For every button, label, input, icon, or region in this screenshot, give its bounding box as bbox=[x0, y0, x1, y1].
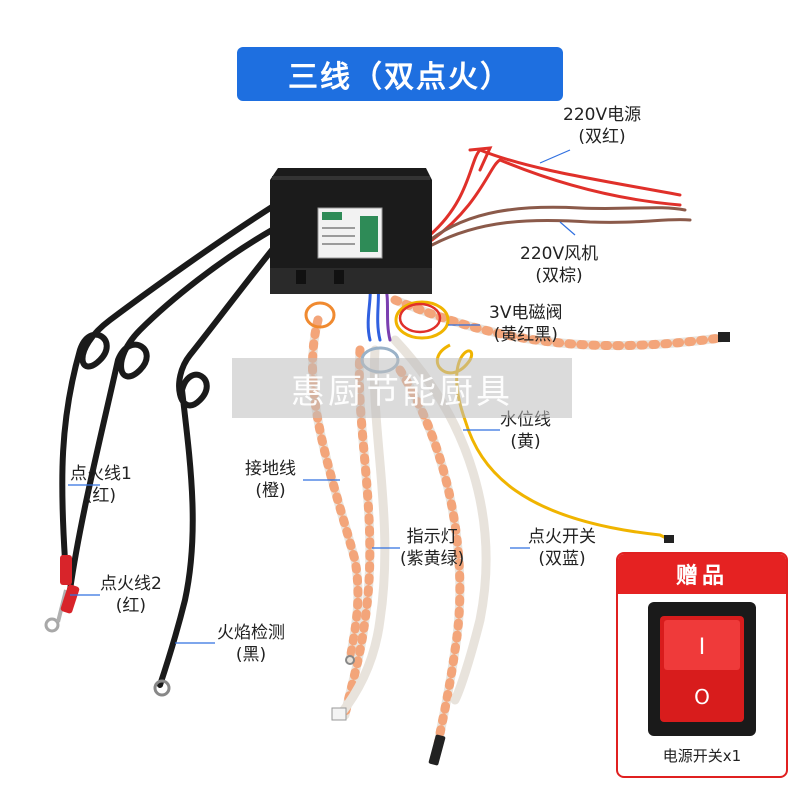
label-fan-220v-name: 220V风机 bbox=[520, 244, 599, 264]
label-ignition-wire-1: 点火线1 (红) bbox=[70, 463, 132, 507]
gift-panel: 赠品 I O 电源开关x1 bbox=[616, 552, 788, 778]
controller-box bbox=[270, 168, 432, 294]
label-ignition-wire-1-color: (红) bbox=[85, 486, 117, 506]
label-ignition-switch-name: 点火开关 bbox=[528, 527, 596, 547]
fan-wires bbox=[428, 205, 692, 247]
leader-lines bbox=[68, 149, 576, 644]
switch-off-mark: O bbox=[694, 685, 710, 709]
label-ignition-wire-1-name: 点火线1 bbox=[70, 464, 132, 484]
label-fan-220v: 220V风机 (双棕) bbox=[520, 243, 598, 287]
label-ground-wire-name: 接地线 bbox=[245, 459, 296, 479]
label-valve-3v-color: (黄红黑) bbox=[493, 325, 558, 345]
ignition-wires bbox=[59, 202, 278, 688]
label-ignition-wire-2-color: (红) bbox=[115, 596, 147, 616]
label-ground-wire: 接地线 (橙) bbox=[245, 458, 296, 502]
label-flame-detect: 火焰检测 (黑) bbox=[217, 622, 285, 666]
label-fan-220v-color: (双棕) bbox=[535, 266, 583, 286]
label-ground-wire-color: (橙) bbox=[255, 481, 286, 501]
label-ignition-wire-2-name: 点火线2 bbox=[100, 574, 162, 594]
label-flame-detect-name: 火焰检测 bbox=[217, 623, 285, 643]
power-wires bbox=[428, 146, 682, 242]
label-indicator-light-name: 指示灯 bbox=[406, 527, 458, 547]
page-title: 三线（双点火） bbox=[237, 47, 563, 101]
label-power-220v: 220V电源 (双红) bbox=[563, 104, 641, 148]
label-flame-detect-color: (黑) bbox=[235, 645, 267, 665]
label-ignition-wire-2: 点火线2 (红) bbox=[100, 573, 162, 617]
label-valve-3v: 3V电磁阀 (黄红黑) bbox=[489, 302, 562, 346]
ignition-terminals bbox=[44, 555, 171, 697]
switch-on-mark: I bbox=[699, 635, 706, 660]
gift-header: 赠品 bbox=[618, 554, 786, 594]
label-indicator-light: 指示灯 (紫黄绿) bbox=[400, 526, 464, 570]
label-indicator-light-color: (紫黄绿) bbox=[400, 549, 465, 569]
label-valve-3v-name: 3V电磁阀 bbox=[489, 303, 563, 323]
label-power-220v-name: 220V电源 bbox=[563, 105, 642, 125]
gift-caption: 电源开关x1 bbox=[662, 747, 742, 765]
label-power-220v-color: (双红) bbox=[578, 127, 626, 147]
watermark: 惠厨节能厨具 bbox=[232, 358, 572, 418]
label-ignition-switch: 点火开关 (双蓝) bbox=[528, 526, 596, 570]
wire-connectors bbox=[331, 332, 730, 766]
label-ignition-switch-color: (双蓝) bbox=[538, 549, 586, 569]
rocker-switch-image: I O bbox=[648, 602, 756, 736]
label-water-level-color: (黄) bbox=[510, 432, 541, 452]
